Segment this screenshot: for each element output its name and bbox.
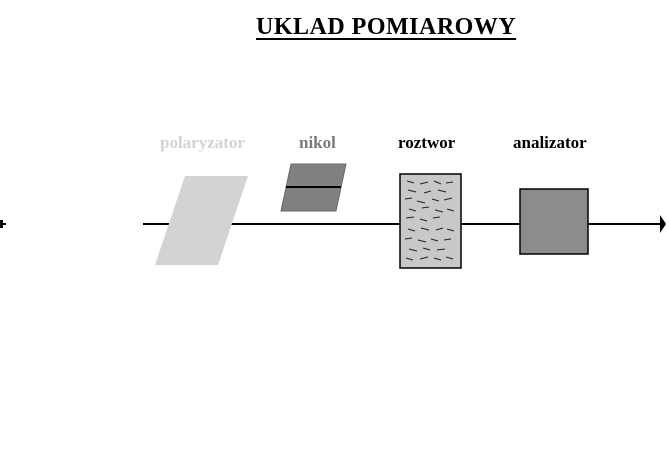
polaryzator-shape xyxy=(155,176,248,265)
light-source-marker xyxy=(0,220,6,228)
roztwor-shape xyxy=(399,173,462,269)
solution-particles xyxy=(404,180,455,261)
analizator-label: analizator xyxy=(513,133,587,152)
analizator-shape xyxy=(519,188,589,255)
nikol-label: nikol xyxy=(299,133,336,152)
diagram-title: UKLAD POMIAROWY xyxy=(256,14,517,40)
beam-arrowhead xyxy=(660,215,666,233)
nikol-shape xyxy=(280,163,347,212)
polaryzator-label: polaryzator xyxy=(160,133,245,152)
roztwor-label: roztwor xyxy=(398,133,456,152)
